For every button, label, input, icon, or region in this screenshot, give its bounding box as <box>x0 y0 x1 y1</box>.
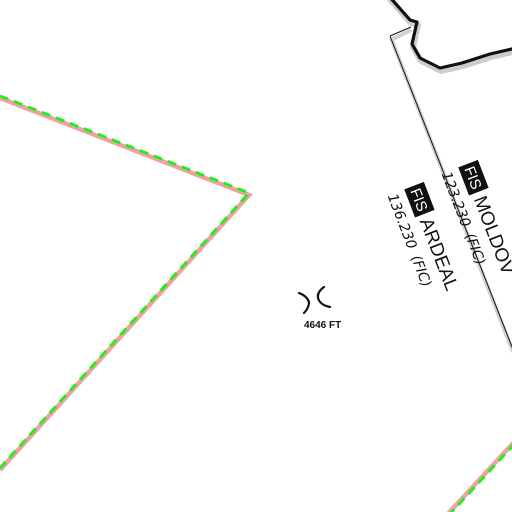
pass-elevation-label: 4646 FT <box>304 320 341 331</box>
region-boundary <box>386 0 512 74</box>
fis-badge-ardeal <box>404 181 435 218</box>
fis-badge-moldova <box>458 159 489 196</box>
airspace-boundary <box>0 94 512 512</box>
fis-ardeal-label: FIS ARDEAL 136.230(FIC) <box>384 181 462 294</box>
fis-sector-boundary <box>389 26 512 353</box>
mountain-pass-icon <box>297 285 332 315</box>
